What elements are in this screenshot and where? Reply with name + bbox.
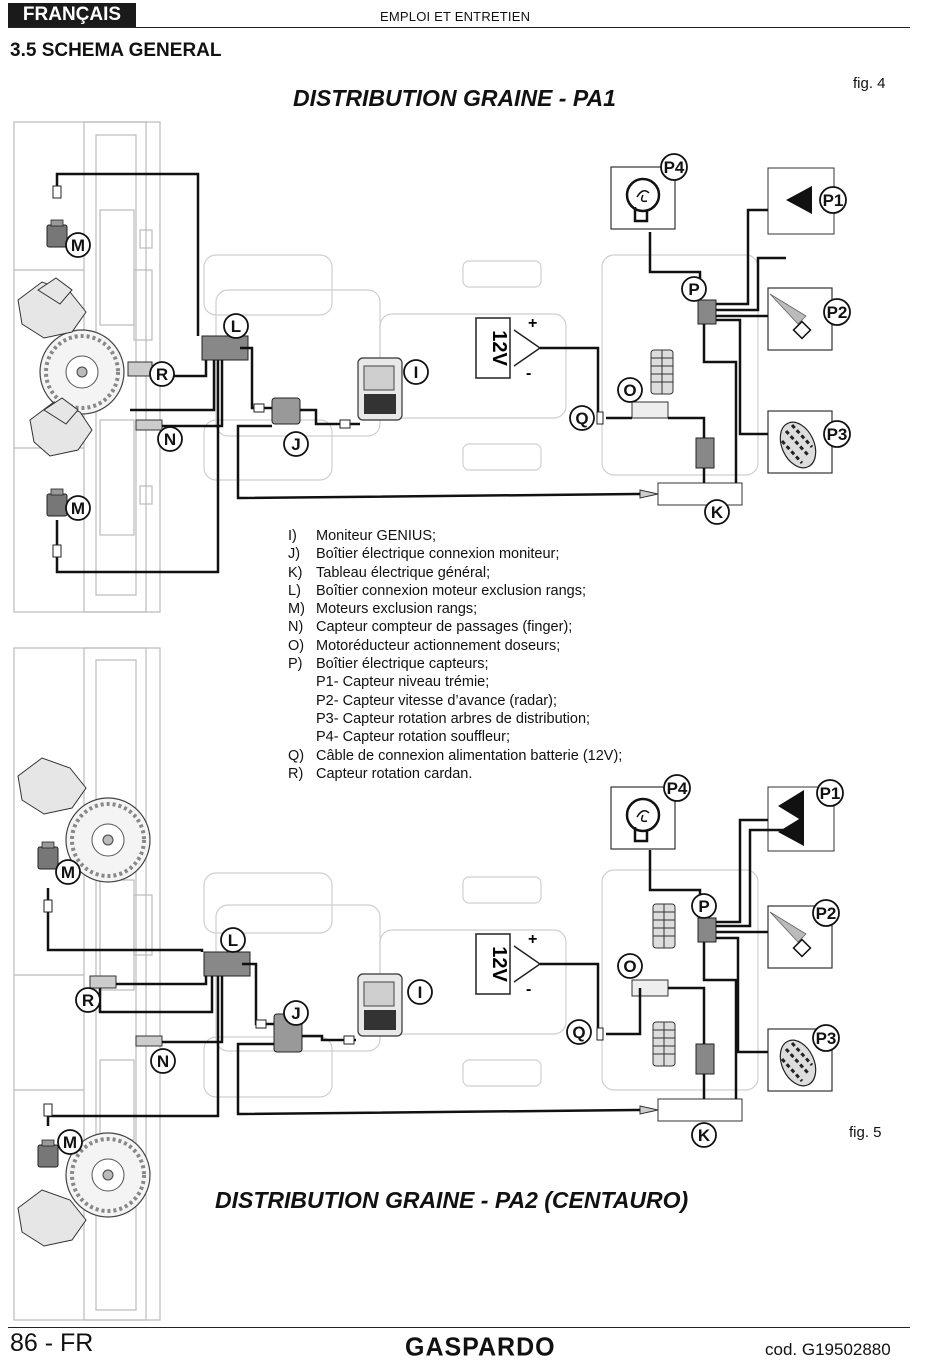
- svg-text:N: N: [164, 430, 176, 449]
- callout-P2-top: P2: [823, 298, 851, 326]
- svg-text:K: K: [698, 1126, 711, 1145]
- callout-R-top: R: [149, 361, 175, 387]
- legend-item: O)Motoréducteur actionnement doseurs;: [288, 637, 561, 654]
- legend-item: J)Boîtier électrique connexion moniteur;: [288, 546, 560, 563]
- callout-P4-top: P4: [660, 153, 688, 181]
- callout-P3-top: P3: [823, 420, 851, 448]
- battery-minus-bottom: -: [526, 981, 531, 998]
- figure-title-pa1: DISTRIBUTION GRAINE - PA1: [293, 85, 616, 111]
- svg-text:Q: Q: [572, 1023, 585, 1042]
- svg-text:R: R: [156, 365, 168, 384]
- legend-subitem: P1- Capteur niveau trémie;: [316, 674, 490, 691]
- battery-minus-top: -: [526, 365, 531, 382]
- callout-M-bottom2: M: [57, 1129, 83, 1155]
- svg-text:P3: P3: [816, 1029, 837, 1048]
- svg-text:P: P: [698, 897, 709, 916]
- section-title: 3.5 SCHEMA GENERAL: [10, 40, 222, 61]
- callout-P3-bottom: P3: [812, 1024, 840, 1052]
- callout-J-bottom: J: [283, 1000, 309, 1026]
- callout-P1-top: P1: [819, 186, 847, 214]
- legend-subitem: P4- Capteur rotation souffleur;: [316, 729, 510, 746]
- legend-item: I)Moniteur GENIUS;: [288, 528, 437, 544]
- callout-O-top: O: [617, 377, 643, 403]
- svg-text:P2: P2: [816, 904, 837, 923]
- callout-I-top: I: [403, 359, 429, 385]
- svg-text:M: M: [71, 236, 85, 255]
- callout-M-top2: M: [65, 495, 91, 521]
- svg-text:L: L: [228, 931, 238, 950]
- header-title: EMPLOI ET ENTRETIEN: [380, 9, 531, 24]
- callout-Q-bottom: Q: [566, 1019, 592, 1045]
- svg-text:P3: P3: [827, 425, 848, 444]
- callout-N-bottom: N: [150, 1048, 176, 1074]
- page-number: 86 - FR: [10, 1329, 94, 1357]
- diagram-pa2: 12V: [13, 647, 844, 1321]
- callout-P1-bottom: P1: [816, 779, 844, 807]
- svg-text:O: O: [623, 381, 636, 400]
- svg-text:K: K: [711, 503, 724, 522]
- svg-text:M: M: [63, 1133, 77, 1152]
- svg-text:P4: P4: [664, 158, 685, 177]
- svg-text:P1: P1: [820, 784, 841, 803]
- battery-label-top: 12V: [488, 330, 510, 366]
- language-tab: FRANÇAIS: [8, 3, 136, 27]
- callout-M-bottom1: M: [55, 859, 81, 885]
- document-code: cod. G19502880: [765, 1340, 891, 1359]
- brand-logo: GASPARDO: [405, 1332, 556, 1362]
- callout-N-top: N: [157, 426, 183, 452]
- callout-Q-top: Q: [569, 405, 595, 431]
- legend-subitem: P2- Capteur vitesse d’avance (radar);: [316, 692, 557, 709]
- callout-K-bottom: K: [691, 1122, 717, 1148]
- svg-text:I: I: [414, 363, 419, 382]
- callout-J-top: J: [283, 431, 309, 457]
- figure-label-5: fig. 5: [849, 1124, 882, 1141]
- callout-P-bottom: P: [691, 893, 717, 919]
- svg-text:O: O: [623, 957, 636, 976]
- callout-L-top: L: [223, 313, 249, 339]
- svg-text:I: I: [418, 983, 423, 1002]
- callout-O-bottom: O: [617, 953, 643, 979]
- callout-P2-bottom: P2: [812, 899, 840, 927]
- legend-item: P)Boîtier électrique capteurs;: [288, 656, 489, 673]
- svg-text:J: J: [291, 435, 300, 454]
- svg-text:L: L: [231, 317, 241, 336]
- svg-text:M: M: [71, 499, 85, 518]
- figure-label-4: fig. 4: [853, 75, 886, 92]
- legend-item: M)Moteurs exclusion rangs;: [288, 601, 478, 618]
- legend-subitem: P3- Capteur rotation arbres de distribut…: [316, 710, 591, 727]
- battery-plus-bottom: +: [528, 931, 537, 948]
- svg-text:P1: P1: [823, 191, 844, 210]
- svg-text:P2: P2: [827, 303, 848, 322]
- diagram-pa1: 12V: [13, 121, 851, 613]
- svg-text:N: N: [157, 1052, 169, 1071]
- callout-P4-bottom: P4: [663, 774, 691, 802]
- legend-item: L)Boîtier connexion moteur exclusion ran…: [288, 582, 587, 599]
- callout-R-bottom: R: [75, 987, 101, 1013]
- callout-L-bottom: L: [220, 927, 246, 953]
- callout-M-top1: M: [65, 232, 91, 258]
- legend-item: N)Capteur compteur de passages (finger);: [288, 619, 573, 636]
- footer-divider: [8, 1327, 910, 1328]
- battery-label-bottom: 12V: [488, 946, 510, 982]
- legend-item: Q)Câble de connexion alimentation batter…: [288, 747, 623, 764]
- callout-I-bottom: I: [407, 979, 433, 1005]
- figure-title-pa2: DISTRIBUTION GRAINE - PA2 (CENTAURO): [215, 1187, 689, 1213]
- battery-plus-top: +: [528, 315, 537, 332]
- legend: I)Moniteur GENIUS; J)Boîtier électrique …: [288, 527, 622, 783]
- callout-K-top: K: [704, 499, 730, 525]
- callout-P-top: P: [681, 276, 707, 302]
- legend-item: K)Tableau électrique général;: [288, 564, 491, 581]
- svg-text:P: P: [688, 280, 699, 299]
- svg-text:J: J: [291, 1004, 300, 1023]
- svg-text:P4: P4: [667, 779, 688, 798]
- header-divider: [8, 27, 910, 28]
- legend-item: R)Capteur rotation cardan.: [288, 765, 473, 782]
- svg-text:R: R: [82, 991, 94, 1010]
- svg-text:M: M: [61, 863, 75, 882]
- svg-text:Q: Q: [575, 409, 588, 428]
